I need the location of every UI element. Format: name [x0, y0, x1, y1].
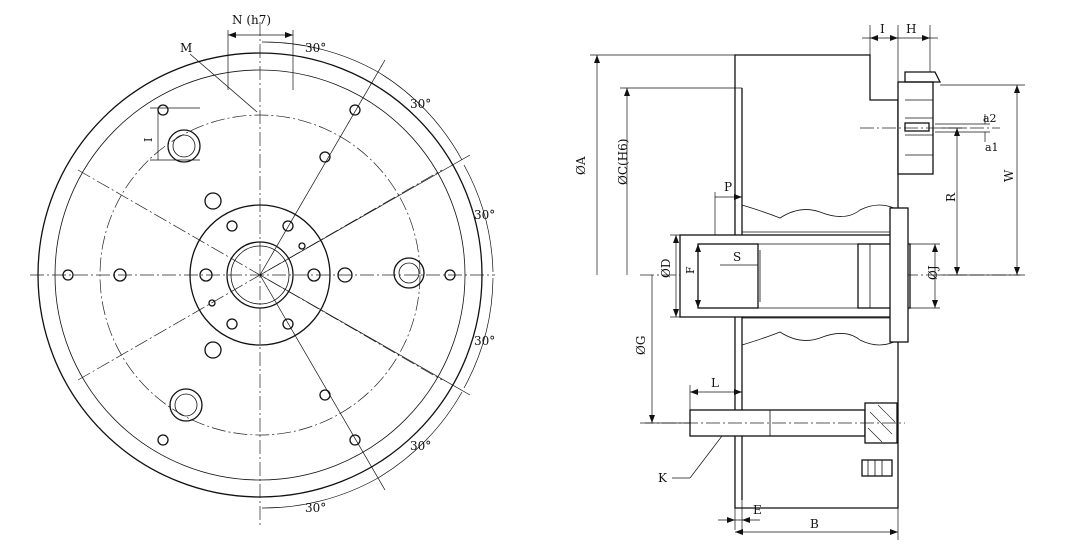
label-c: ØC(H6) — [616, 139, 630, 185]
angle-label-bottom: 30° — [305, 501, 326, 515]
angle-label-top: 30° — [305, 41, 326, 55]
dimension-c — [620, 87, 742, 275]
center-bore-inner — [230, 245, 290, 305]
dimension-b — [735, 508, 899, 540]
label-l: L — [711, 376, 719, 390]
front-view: N (h7) M I 30° 30° 30° 30° 30° 30° — [30, 13, 495, 525]
dimension-j — [910, 243, 940, 309]
angle-label-right-lower: 30° — [474, 334, 495, 348]
label-a1: a1 — [985, 141, 999, 154]
label-j: ØJ — [926, 265, 940, 280]
label-a2: a2 — [983, 112, 997, 125]
leader-m — [189, 53, 258, 113]
bolt-k — [640, 402, 905, 444]
label-w: W — [1002, 169, 1016, 182]
center-hub — [189, 204, 331, 346]
draw-tube — [679, 234, 901, 318]
dimension-p — [714, 192, 742, 235]
dimension-e — [718, 500, 760, 530]
angle-label-upper-right: 30° — [410, 97, 431, 111]
label-a: ØA — [574, 156, 588, 175]
side-view: ØA ØC(H6) ØD F S — [574, 22, 1025, 540]
label-h: H — [906, 22, 916, 36]
dimension-f — [695, 244, 701, 308]
dimension-g — [645, 275, 690, 424]
angle-label-right-upper: 30° — [474, 208, 495, 222]
dimension-i-front — [150, 107, 200, 161]
hub-holes — [199, 220, 321, 330]
locating-holes — [113, 129, 425, 422]
label-k: K — [658, 471, 668, 485]
bolt-circle — [99, 114, 421, 436]
dimension-n — [227, 30, 294, 90]
dimension-d — [670, 234, 680, 318]
label-i-front: I — [142, 138, 155, 142]
dimension-i-h — [862, 25, 938, 100]
label-b: B — [810, 517, 819, 531]
label-p: P — [724, 180, 732, 194]
angle-label-lower-right: 30° — [410, 439, 431, 453]
pocket-bottom — [741, 331, 899, 346]
inner-ring — [54, 69, 466, 481]
angle-dimensions — [259, 41, 494, 509]
label-s: S — [733, 250, 741, 264]
dimension-l — [689, 385, 743, 410]
label-i-side: I — [880, 22, 885, 36]
center-bore — [226, 241, 294, 309]
label-g: ØG — [634, 336, 648, 355]
dimension-a — [590, 54, 735, 275]
leader-k-b — [689, 435, 723, 479]
label-f: F — [684, 266, 697, 274]
dimension-w — [940, 84, 1025, 276]
label-d: ØD — [659, 259, 673, 278]
top-jaw — [897, 71, 942, 175]
outer-ring — [37, 52, 483, 498]
dimension-a1-a2 — [935, 114, 990, 142]
pocket-top — [741, 204, 899, 219]
label-m: M — [180, 41, 192, 55]
set-screw — [861, 459, 893, 477]
label-e: E — [753, 503, 762, 517]
j-bore — [857, 243, 911, 309]
label-r: R — [944, 192, 958, 202]
label-n: N (h7) — [232, 13, 271, 27]
front-flange — [889, 207, 909, 343]
